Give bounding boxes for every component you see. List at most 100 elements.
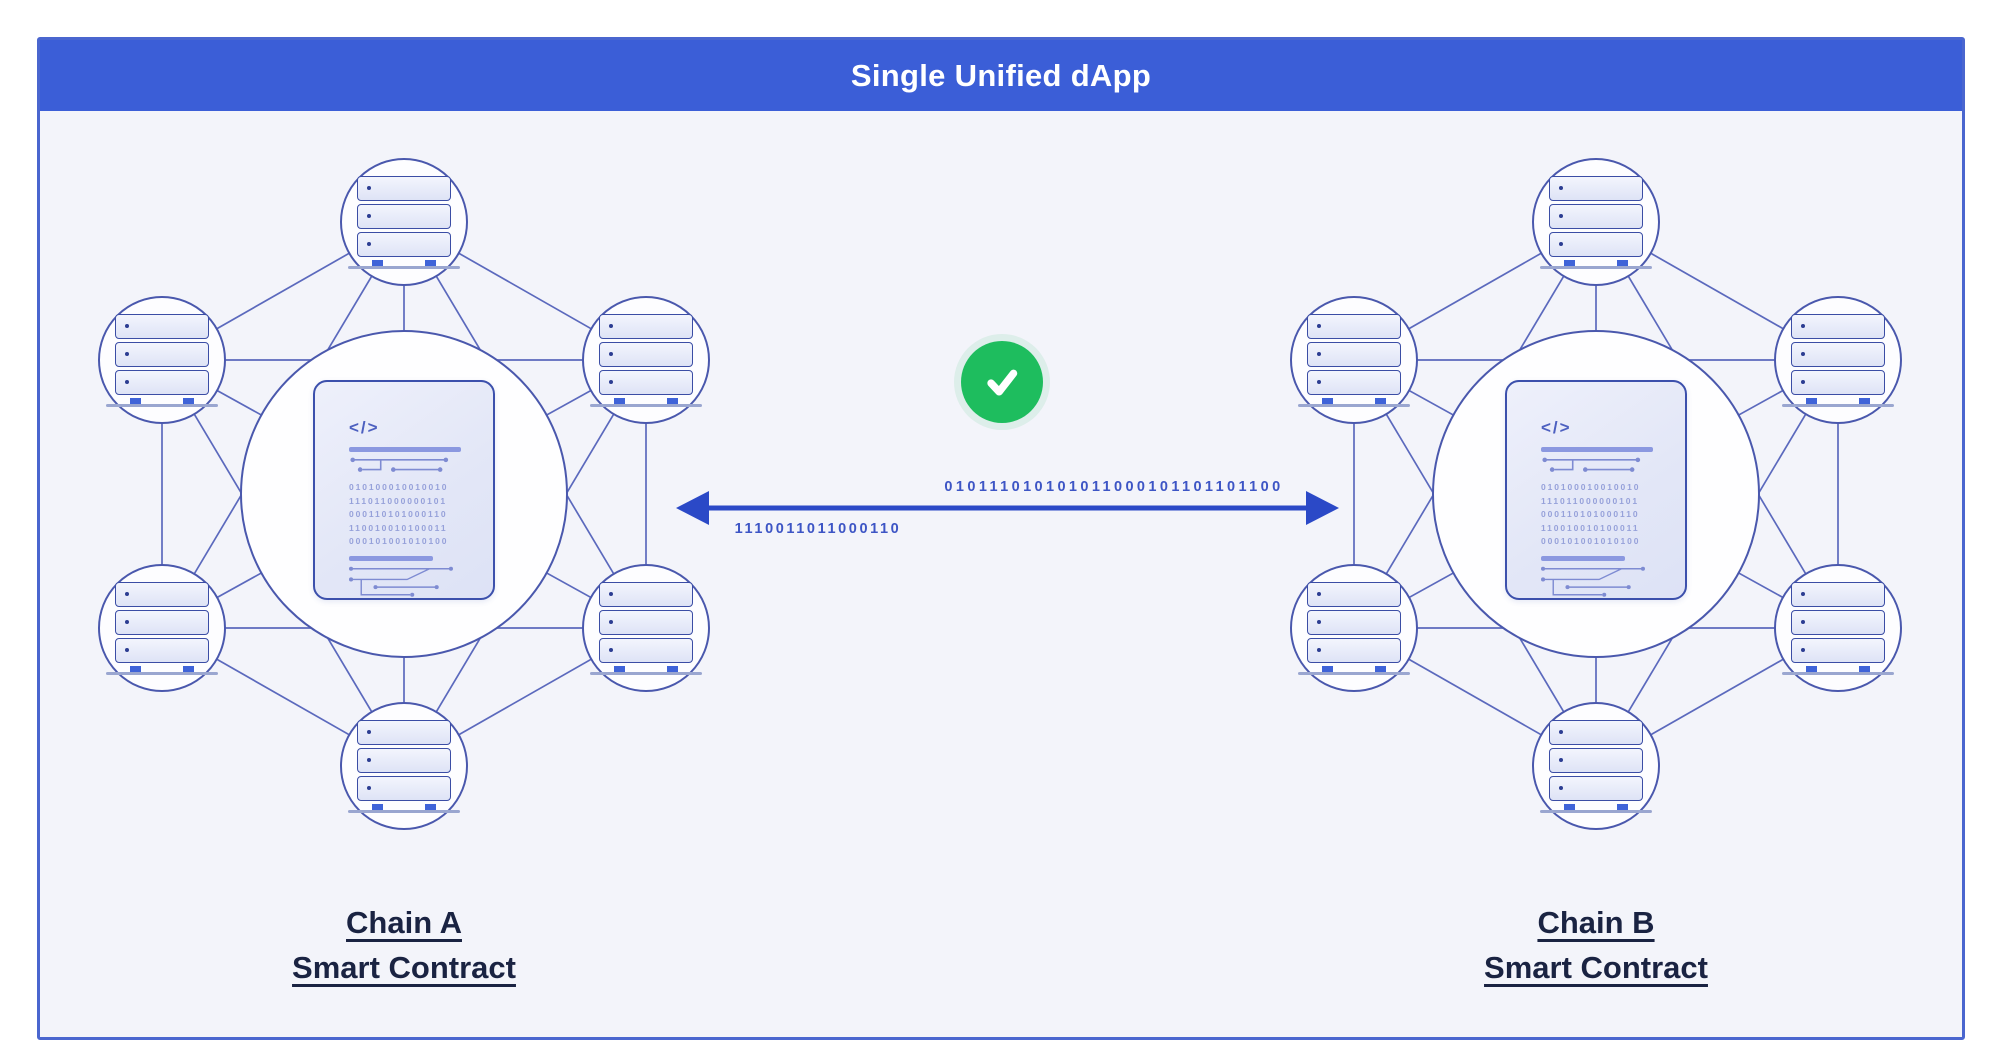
server-icon (1540, 175, 1652, 269)
server-led (125, 592, 129, 596)
chain-b-label-line1: Chain B (1537, 905, 1655, 940)
server-unit (1791, 609, 1885, 635)
server-icon (590, 313, 702, 407)
doc-binary-row: 110010010100011 (349, 522, 448, 533)
server-base (1298, 403, 1410, 407)
server-led (1801, 620, 1805, 624)
server-base (1298, 671, 1410, 675)
server-unit (599, 637, 693, 663)
server-unit (1791, 369, 1885, 395)
doc-binary-block: 010100010010010 111011000000101 00011010… (1541, 481, 1685, 549)
server-unit (1307, 313, 1401, 339)
server-led (1801, 352, 1805, 356)
server-icon (106, 313, 218, 407)
server-feet (1791, 397, 1885, 404)
network-node (98, 296, 226, 424)
server-icon (106, 581, 218, 675)
network-node (1774, 296, 1902, 424)
server-unit (599, 369, 693, 395)
doc-binary-row: 110010010100011 (1541, 522, 1640, 533)
server-base (1540, 265, 1652, 269)
server-unit (115, 369, 209, 395)
server-unit (599, 609, 693, 635)
server-icon (1540, 719, 1652, 813)
server-base (590, 671, 702, 675)
server-icon (1782, 581, 1894, 675)
page-title: Single Unified dApp (850, 57, 1152, 93)
doc-binary-row: 000101001010100 (349, 536, 449, 546)
server-led (609, 324, 613, 328)
server-unit (1791, 581, 1885, 607)
arrow-head-left (676, 491, 709, 525)
server-feet (115, 397, 209, 404)
network-node (1532, 158, 1660, 286)
server-led (125, 324, 129, 328)
network-node (98, 564, 226, 692)
server-feet (1549, 259, 1643, 266)
binary-stream-bottom: 1110011011000110 (734, 521, 902, 537)
server-feet (357, 803, 451, 810)
server-unit (115, 313, 209, 339)
server-feet (115, 665, 209, 672)
circuit-lines-icon (1541, 566, 1645, 597)
network-node (582, 296, 710, 424)
server-led (1801, 648, 1805, 652)
server-led (1559, 730, 1563, 734)
chain-a-label-line1: Chain A (346, 905, 462, 940)
server-unit (1307, 369, 1401, 395)
network-node (340, 702, 468, 830)
chain-b-smart-contract-doc: </> 010100010010010 111011000000101 0001… (1505, 380, 1687, 600)
server-icon (1298, 313, 1410, 407)
circuit-lines-icon (349, 566, 453, 597)
server-led (367, 786, 371, 790)
server-unit (1307, 609, 1401, 635)
server-unit (1791, 637, 1885, 663)
chain-a-label-line2: Smart Contract (292, 950, 516, 985)
server-led (125, 352, 129, 356)
server-unit (1549, 775, 1643, 801)
server-unit (115, 637, 209, 663)
server-led (609, 592, 613, 596)
server-unit (1549, 203, 1643, 229)
header-bar: Single Unified dApp (40, 40, 1962, 111)
arrow-head-right (1306, 491, 1339, 525)
server-led (1317, 620, 1321, 624)
server-base (348, 265, 460, 269)
circuit-lines-icon (1542, 457, 1641, 472)
server-feet (1549, 803, 1643, 810)
server-led (367, 758, 371, 762)
code-icon: </> (1541, 418, 1572, 437)
server-unit (115, 609, 209, 635)
server-icon (348, 175, 460, 269)
binary-stream-top: 010111010101011000101101101100 (944, 479, 1284, 495)
server-unit (357, 203, 451, 229)
server-led (1559, 214, 1563, 218)
network-node (1290, 296, 1418, 424)
network-node (1290, 564, 1418, 692)
server-feet (1791, 665, 1885, 672)
doc-binary-row: 000110101000110 (349, 509, 448, 519)
server-led (1559, 786, 1563, 790)
doc-binary-row: 111011000000101 (1541, 495, 1640, 506)
network-node (1774, 564, 1902, 692)
server-unit (1791, 341, 1885, 367)
server-led (609, 648, 613, 652)
server-led (609, 620, 613, 624)
chain-b-label-line2: Smart Contract (1484, 950, 1708, 985)
check-icon (961, 341, 1043, 423)
server-icon (1298, 581, 1410, 675)
server-unit (1791, 313, 1885, 339)
chain-a-smart-contract-doc: </> 010100010010010 111011000000101 0001… (313, 380, 495, 600)
server-led (1801, 592, 1805, 596)
server-led (1317, 592, 1321, 596)
server-led (1317, 324, 1321, 328)
server-base (590, 403, 702, 407)
server-led (609, 380, 613, 384)
server-led (1559, 242, 1563, 246)
server-led (1317, 380, 1321, 384)
server-led (367, 730, 371, 734)
doc-binary-row: 000101001010100 (1541, 536, 1641, 546)
doc-heading-bar (349, 555, 433, 561)
doc-heading-bar (1541, 555, 1625, 561)
